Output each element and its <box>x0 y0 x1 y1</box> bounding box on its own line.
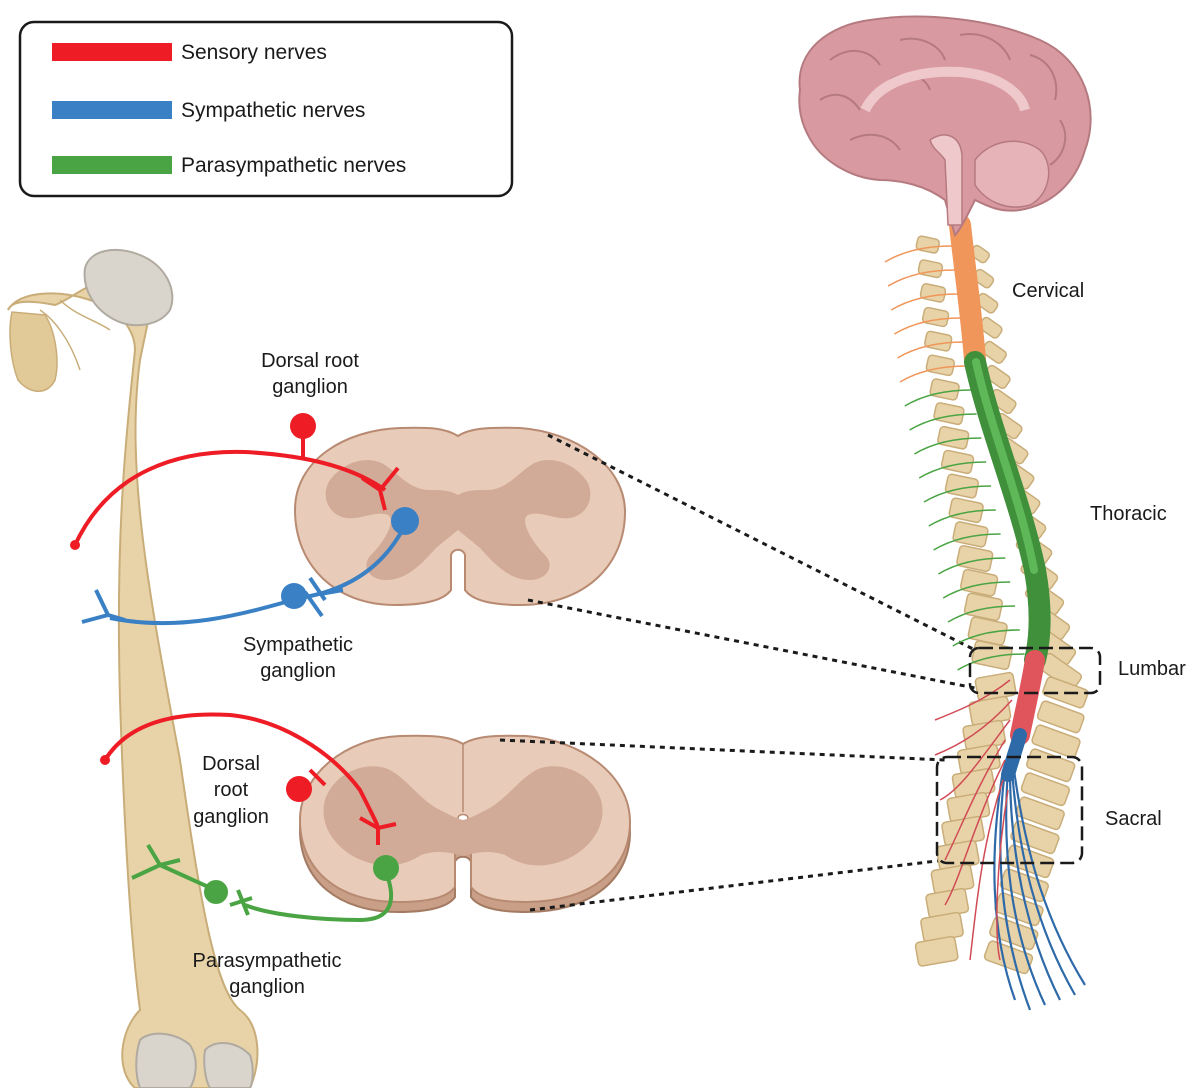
nerve-root <box>933 533 1001 551</box>
left-labels: Dorsal root ganglion Sympathetic ganglio… <box>193 350 360 998</box>
nerve-root <box>942 581 1011 599</box>
sacral-cord <box>1001 728 1027 782</box>
vertebra-left <box>944 473 980 499</box>
cerebellum <box>974 140 1050 208</box>
vertebra-left <box>914 935 959 967</box>
vertebra-left <box>921 306 950 328</box>
vertebra-left <box>924 330 953 352</box>
label-cervical: Cervical <box>1012 280 1084 302</box>
legend-label-sympathetic: Sympathetic nerves <box>181 99 365 122</box>
vertebra-left <box>919 283 947 303</box>
label-lumbar: Lumbar <box>1118 658 1186 680</box>
label-sacral: Sacral <box>1105 808 1162 830</box>
nerve-root <box>928 509 996 527</box>
nerve-root <box>909 413 977 431</box>
nerve-root <box>904 389 972 407</box>
label-dorsal-root-ganglion-bottom-line2: root <box>214 779 249 801</box>
nerve-root <box>952 629 1020 647</box>
parasympathetic-nerve-lower <box>244 877 393 923</box>
label-thoracic: Thoracic <box>1090 503 1167 525</box>
vertebra-left <box>940 449 975 475</box>
nerve-root <box>893 317 962 335</box>
vertebra-right <box>1031 724 1081 759</box>
nerve-root <box>918 461 987 479</box>
vertebra-left <box>937 425 970 450</box>
nerve-root <box>899 365 968 383</box>
vertebra-left <box>917 259 944 279</box>
cervical-cord <box>949 214 986 371</box>
sensory-ending-lower <box>100 755 110 765</box>
sympathetic-ganglion-icon <box>281 583 307 609</box>
vertebra-left <box>929 378 960 401</box>
legend-label-sensory: Sensory nerves <box>181 41 327 64</box>
label-sympathetic-ganglion-line2: ganglion <box>260 660 336 682</box>
dorsal-root-ganglion-bottom-icon <box>286 776 312 802</box>
label-dorsal-root-ganglion-top-line2: ganglion <box>272 376 348 398</box>
nerve-root <box>938 557 1006 575</box>
nerves-lower <box>100 712 399 923</box>
legend-swatch-sympathetic <box>52 101 172 119</box>
vertebra-left <box>933 402 965 426</box>
vertebra-left <box>948 497 984 524</box>
legend-swatch-parasympathetic <box>52 156 172 174</box>
nerve-root <box>947 605 1016 623</box>
vertebra-left <box>952 521 989 548</box>
dorsal-root-ganglion-top-icon <box>290 413 316 439</box>
label-parasympathetic-ganglion-line1: Parasympathetic <box>193 950 342 972</box>
legend-box <box>18 20 514 198</box>
brain-icon <box>798 15 1092 237</box>
nerve-root <box>884 245 952 263</box>
label-dorsal-root-ganglion-top-line1: Dorsal root <box>261 350 359 372</box>
nerve-root <box>914 437 982 455</box>
nerve-root <box>957 653 1025 671</box>
label-dorsal-root-ganglion-bottom-line3: ganglion <box>193 806 269 828</box>
legend: Sensory nerves Sympathetic nerves Parasy… <box>18 20 514 198</box>
sensory-nerve-upper <box>73 449 387 546</box>
vertebral-column-icon: Cervical Thoracic Lumbar Sacral <box>798 15 1186 1011</box>
lumbar-region-box <box>968 646 1102 695</box>
vertebra-left <box>915 235 941 254</box>
zoom-connectors <box>499 433 976 912</box>
sacral-region-box <box>935 755 1084 865</box>
vertebra-left <box>963 592 1004 622</box>
legend-label-parasympathetic: Parasympathetic nerves <box>181 154 406 177</box>
nerve-root <box>887 269 956 287</box>
vertebra-right <box>1020 772 1071 807</box>
sensory-nerve-lower <box>103 712 380 829</box>
lumbar-cord <box>1010 650 1045 745</box>
spinal-cord-section-upper <box>293 426 627 607</box>
spinal-cord-section-lower <box>298 734 632 914</box>
vertebra-left <box>925 354 956 377</box>
parasympathetic-ganglion-icon <box>204 880 228 904</box>
vertebra-left <box>974 671 1017 702</box>
brainstem <box>929 134 963 226</box>
sympathetic-cell-body-icon <box>391 507 419 535</box>
vertebra-left <box>956 544 994 573</box>
parasympathetic-cell-body-icon <box>373 855 399 881</box>
nerve-root <box>890 293 959 311</box>
nerves-upper <box>70 413 419 626</box>
vertebra-left <box>959 568 999 597</box>
nerve-root <box>897 341 965 359</box>
label-parasympathetic-ganglion-line2: ganglion <box>229 976 305 998</box>
legend-swatch-sensory <box>52 43 172 61</box>
nerve-root <box>923 485 992 503</box>
label-dorsal-root-ganglion-bottom-line1: Dorsal <box>202 753 260 775</box>
vertebra-right <box>1036 700 1085 734</box>
femur-bone-icon <box>7 248 259 1088</box>
sensory-ending-upper <box>70 540 80 550</box>
label-sympathetic-ganglion-line1: Sympathetic <box>243 634 353 656</box>
